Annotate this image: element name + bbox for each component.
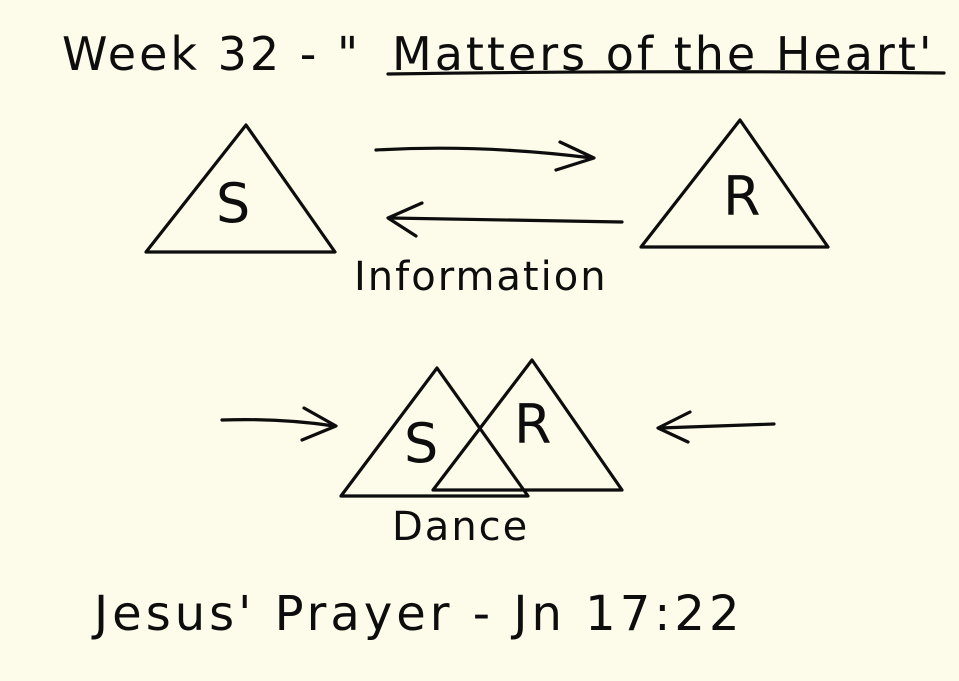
arrow-right-icon: [220, 406, 338, 442]
triangle-letter-s: S: [216, 172, 250, 235]
arrow-left-icon: [386, 201, 624, 238]
footer-reference: Jesus' Prayer - Jn 17:22: [91, 586, 744, 642]
title-prefix: Week 32 - ": [62, 27, 361, 81]
triangle-outline: [639, 118, 830, 249]
title-underline: [386, 70, 946, 76]
triangle-outline: [144, 123, 337, 254]
arrow-right-icon: [374, 140, 596, 172]
triangle-letter-r: R: [514, 393, 552, 456]
arrow-left-icon: [656, 410, 776, 444]
triangle-letter-s: S: [404, 412, 438, 475]
triangle-outline: [431, 358, 624, 492]
label-dance: Dance: [392, 504, 529, 550]
triangle-r-top: R: [639, 118, 830, 249]
label-information: Information: [354, 254, 608, 300]
triangle-letter-r: R: [723, 165, 761, 228]
triangle-s-top: S: [144, 123, 337, 254]
triangle-s-bottom: S: [339, 366, 530, 498]
triangle-r-bottom: R: [431, 358, 624, 492]
triangle-outline: [339, 366, 530, 498]
